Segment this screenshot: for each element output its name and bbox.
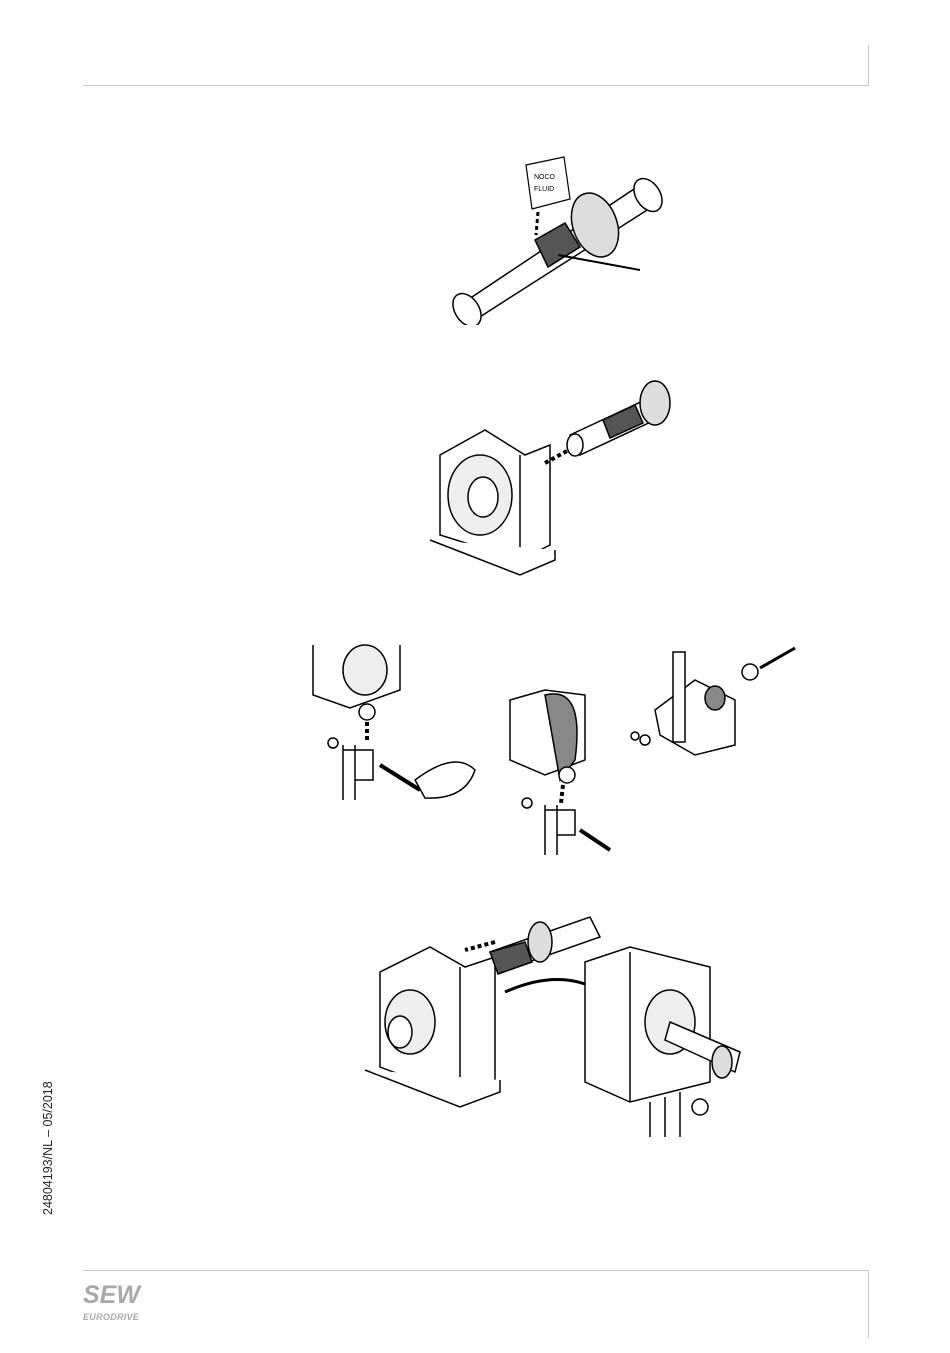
logo-text-top: SEW [83, 1281, 140, 1309]
figure-insert-shaft [429, 380, 671, 576]
tag-label-noco: NOCO [534, 174, 556, 181]
figure-apply-noco-fluid: NOCO FLUID [452, 156, 663, 325]
header-side-rule [868, 45, 869, 86]
footer-rule [83, 1270, 869, 1271]
tag-label-fluid: FLUID [534, 186, 554, 193]
logo-text-bottom: EURODRIVE [83, 1312, 140, 1322]
sew-eurodrive-logo: SEW EURODRIVE [83, 1280, 163, 1323]
noco-fluid-tag: NOCO FLUID [525, 156, 571, 210]
figure-remove-shaft [364, 916, 741, 1137]
figure-torque-arm [312, 644, 796, 855]
header-rule [83, 85, 869, 86]
footer-side-rule [868, 1270, 869, 1338]
document-reference: 24804193/NL – 05/2018 [41, 1081, 55, 1215]
